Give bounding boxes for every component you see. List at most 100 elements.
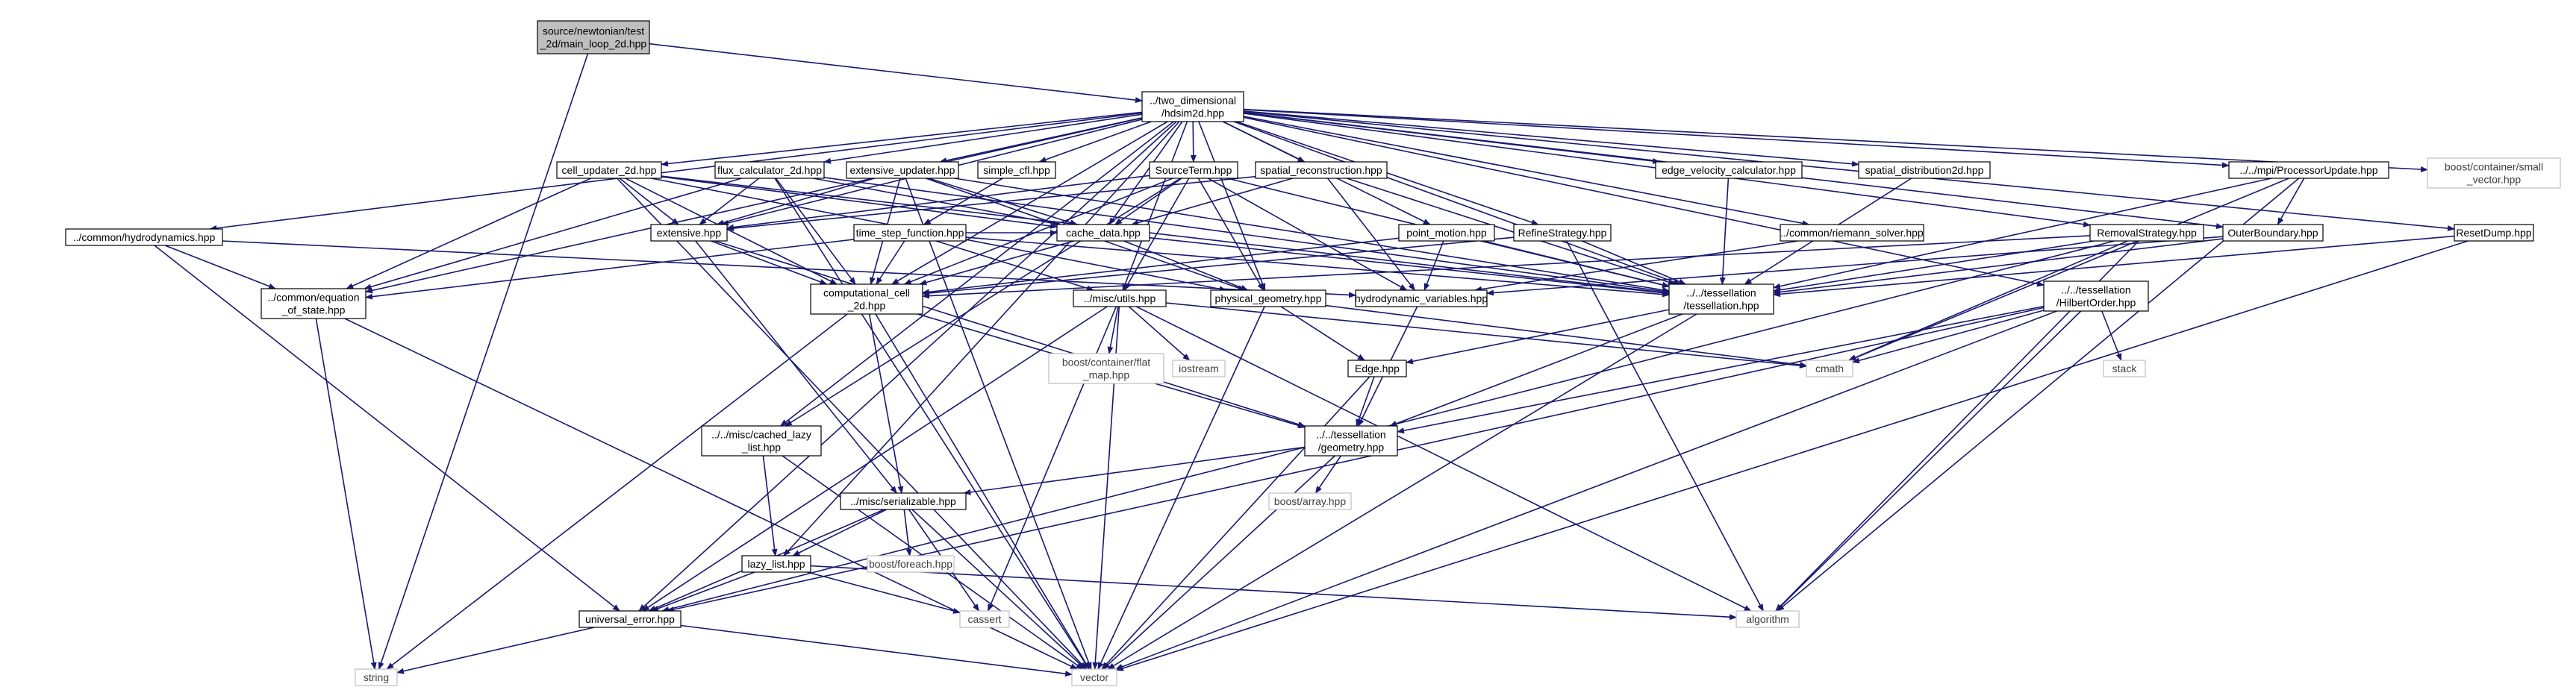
edge-outer_boundary-to-hydro_vars [1486, 236, 2224, 296]
node-hdsim2d[interactable]: ../two_dimensional/hdsim2d.hpp [1141, 91, 1244, 122]
node-label-line: _2d.hpp [847, 300, 886, 312]
edge-simple_cfl-to-time_step [923, 178, 1003, 225]
edge-lazy_list-to-universal_error [651, 571, 755, 612]
node-riemann[interactable]: ../common/riemann_solver.hpp [1780, 224, 1924, 242]
node-hydro_vars[interactable]: hydrodynamic_variables.hpp [1355, 289, 1488, 307]
edge-source_term-to-utils [1123, 178, 1190, 291]
node-root[interactable]: source/newtonian/test_2d/main_loop_2d.hp… [537, 20, 650, 54]
node-label-line: boost/container/small [2445, 161, 2543, 173]
edge-hdsim2d-to-simple_cfl [1038, 121, 1152, 163]
edge-flux_calc-to-cache_data [813, 178, 1061, 227]
node-refine[interactable]: RefineStrategy.hpp [1513, 224, 1612, 242]
node-reset_dump[interactable]: ResetDump.hpp [2454, 224, 2534, 242]
edge-cached_lazy-to-lazy_list [762, 455, 778, 556]
edge-hdsim2d-to-comp_cell [891, 121, 1168, 285]
node-tessellation[interactable]: ../../tessellation/tessellation.hpp [1668, 283, 1774, 315]
node-serializable[interactable]: ../misc/serializable.hpp [840, 492, 967, 510]
node-box [840, 492, 967, 510]
node-label-line: ../two_dimensional [1150, 95, 1236, 107]
node-cache_data[interactable]: cache_data.hpp [1056, 224, 1150, 242]
node-flux_calc[interactable]: flux_calculator_2d.hpp [714, 161, 825, 179]
node-label-line: SourceTerm.hpp [1156, 164, 1232, 176]
node-cell_updater[interactable]: cell_updater_2d.hpp [556, 161, 662, 179]
node-cached_lazy[interactable]: ../../misc/cached_lazy_list.hpp [701, 425, 822, 457]
edge-extensive-to-geometry [714, 240, 1306, 427]
node-algorithm: algorithm [1735, 610, 1800, 628]
edge-root-to-hdsim2d [649, 43, 1143, 104]
edge-extensive-to-comp_cell [711, 240, 828, 285]
node-edge_vel[interactable]: edge_velocity_calculator.hpp [1655, 161, 1803, 179]
edge-cell_updater-to-cache_data [661, 176, 1058, 229]
edge-cell_updater-to-tessellation [661, 175, 1670, 295]
node-time_step[interactable]: time_step_function.hpp [853, 224, 967, 242]
node-phys_geom[interactable]: physical_geometry.hpp [1210, 289, 1326, 307]
edge-hilbert-to-cmath [1852, 310, 2045, 364]
edge-source_term-to-hydro_vars [1208, 178, 1408, 291]
edge-reset_dump-to-tessellation [1773, 235, 2455, 298]
node-outer_boundary[interactable]: OuterBoundary.hpp [2222, 224, 2324, 242]
edge-flux_calc-to-comp_cell [775, 178, 856, 285]
edge-time_step-to-tessellation [965, 236, 1670, 298]
node-spatial_dist[interactable]: spatial_distribution2d.hpp [1858, 161, 1991, 179]
node-simple_cfl[interactable]: simple_cfl.hpp [977, 161, 1056, 179]
node-common_hydro[interactable]: ../common/hydrodynamics.hpp [65, 228, 223, 246]
node-box [1780, 224, 1924, 242]
node-small_vector: boost/container/small_vector.hpp [2427, 157, 2561, 189]
edge-hdsim2d-to-phys_geom [1198, 121, 1266, 291]
node-label-line: ../common/equation [268, 292, 360, 304]
node-label-line: /hdsim2d.hpp [1161, 107, 1224, 119]
node-label-line: spatial_distribution2d.hpp [1865, 164, 1984, 176]
node-box [2089, 224, 2204, 242]
node-label-line: string [364, 671, 389, 683]
node-box [2043, 280, 2149, 312]
node-spatial_recon[interactable]: spatial_reconstruction.hpp [1255, 161, 1388, 179]
node-label-line: ../../misc/cached_lazy [711, 429, 811, 441]
node-utils[interactable]: ../misc/utils.hpp [1073, 289, 1167, 307]
node-box [810, 283, 923, 315]
edge-utils-to-cmath [1165, 302, 1807, 368]
node-lazy_list[interactable]: lazy_list.hpp [741, 555, 811, 573]
node-edge[interactable]: Edge.hpp [1347, 360, 1407, 377]
edge-source_term-to-phys_geom [1197, 178, 1264, 291]
node-box [1172, 360, 1226, 377]
node-extensive[interactable]: extensive.hpp [650, 224, 728, 242]
edge-utils-to-flat_map [1107, 306, 1119, 354]
node-removal[interactable]: RemovalStrategy.hpp [2089, 224, 2204, 242]
node-boost_array: boost/array.hpp [1268, 492, 1352, 510]
edge-spatial_recon-to-cache_data [1131, 178, 1294, 226]
edge-serializable-to-foreach [903, 509, 912, 556]
node-hilbert[interactable]: ../../tessellation/HilbertOrder.hpp [2043, 280, 2149, 312]
node-source_term[interactable]: SourceTerm.hpp [1149, 161, 1238, 179]
node-box [1398, 224, 1495, 242]
node-box [1735, 610, 1800, 628]
edge-flux_calc-to-eos [364, 178, 742, 290]
edge-common_hydro-to-eos [164, 245, 276, 289]
node-geometry[interactable]: ../../tessellation/geometry.hpp [1304, 425, 1398, 457]
edge-hilbert-to-vector [1114, 310, 2057, 670]
edge-hdsim2d-to-common_hydro [209, 112, 1143, 231]
edge-hdsim2d-to-source_term [1190, 121, 1197, 163]
node-box [1668, 283, 1774, 315]
node-comp_cell[interactable]: computational_cell_2d.hpp [810, 283, 923, 315]
edge-common_hydro-to-hydro_vars [222, 240, 1356, 298]
node-box [1806, 360, 1853, 377]
node-label-line: ../misc/utils.hpp [1084, 292, 1156, 304]
edge-tessellation-to-geometry [1389, 313, 1683, 427]
node-universal_error[interactable]: universal_error.hpp [578, 610, 682, 628]
node-proc_update[interactable]: ../../mpi/ProcessorUpdate.hpp [2228, 161, 2389, 179]
edge-serializable-to-vector [911, 509, 1086, 670]
edge-comp_cell-to-serializable [868, 313, 904, 494]
node-point_motion[interactable]: point_motion.hpp [1398, 224, 1495, 242]
node-label-line: universal_error.hpp [585, 613, 675, 625]
edge-riemann-to-hydro_vars [1474, 240, 1799, 292]
node-ext_updater[interactable]: extensive_updater.hpp [846, 161, 959, 179]
node-box [1304, 425, 1398, 457]
node-box [578, 610, 682, 628]
node-eos[interactable]: ../common/equation_of_state.hpp [261, 288, 367, 319]
edge-geometry-to-vector [1103, 455, 1335, 670]
node-label-line: ../common/hydrodynamics.hpp [73, 231, 216, 243]
node-label-line: cell_updater_2d.hpp [562, 164, 657, 176]
edge-refine-to-algorithm [1566, 240, 1764, 612]
node-label-line: /HilbertOrder.hpp [2056, 297, 2136, 309]
node-label-line: computational_cell [823, 287, 910, 299]
